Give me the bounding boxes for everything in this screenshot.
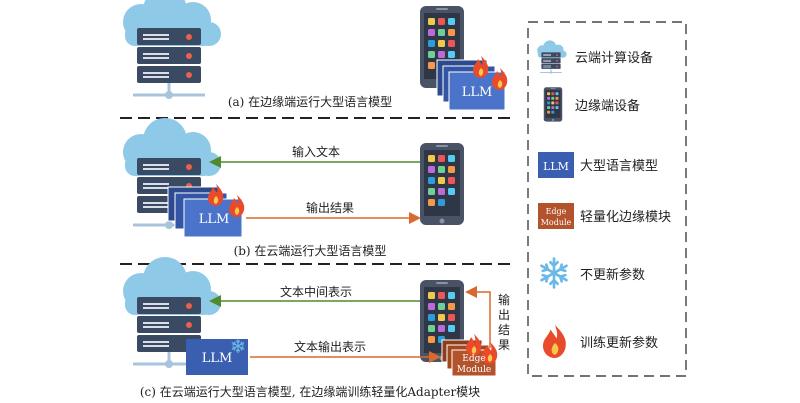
edge-module-icon (538, 203, 574, 229)
upload-label: 输入文本 (292, 144, 340, 159)
side-label-char-3: 结 (498, 323, 510, 337)
legend-label: 云端计算设备 (575, 50, 653, 66)
llm-label: LLM (462, 85, 493, 100)
edge-module-stack: Edge Module (441, 334, 498, 377)
legend-item-llm: LLM 大型语言模型 (538, 152, 658, 178)
phone-icon (543, 87, 563, 122)
download-label: 输出结果 (306, 200, 354, 215)
side-label-char-1: 输 (498, 292, 510, 307)
side-label: 输 出 结 果 (498, 292, 510, 352)
fire-icon (466, 334, 482, 356)
legend-icon-text: LLM (543, 160, 569, 173)
llm-box-frozen: LLM (186, 338, 248, 375)
legend-item-cloud: 云端计算设备 (536, 39, 653, 75)
llm-stack: LLM (436, 56, 508, 111)
upload-label: 文本中间表示 (280, 284, 352, 299)
side-label-char-4: 果 (498, 338, 510, 352)
download-label: 文本输出表示 (294, 339, 366, 354)
phone-icon (420, 143, 464, 225)
legend-label: 轻量化边缘模块 (580, 210, 671, 225)
caption-a: (a) 在边缘端运行大型语言模型 (228, 95, 392, 109)
edge-module-line2: Module (457, 365, 491, 375)
legend-icon-text: Edge (546, 207, 567, 216)
legend-item-phone: 边缘端设备 (543, 87, 640, 122)
panel-a: LLM (a) 在边缘端运行大型语言模型 (121, 0, 508, 111)
legend: 云端计算设备 边缘端设备 LLM 大型语言模型 Edge Module 轻量化边… (527, 21, 687, 377)
legend-item-edge-module: Edge Module 轻量化边缘模块 (538, 203, 671, 229)
cloud-server-icon (536, 39, 568, 75)
panel-c: LLM Edge Module 文本中间表示 文本输出表示 输 出 结 果 (c… (121, 255, 510, 399)
fire-icon (473, 56, 489, 78)
legend-label: 不更新参数 (580, 267, 645, 283)
legend-border (527, 21, 687, 377)
fire-icon (229, 195, 245, 217)
llm-box-icon (538, 152, 574, 178)
legend-label: 大型语言模型 (580, 159, 658, 174)
side-feedback-arrow (465, 286, 491, 348)
legend-item-snowflake: 不更新参数 (540, 257, 645, 289)
llm-label: LLM (199, 212, 230, 227)
legend-icon-text: Module (541, 218, 572, 227)
llm-stack: LLM (167, 184, 245, 238)
caption-b: (b) 在云端运行大型语言模型 (234, 244, 387, 258)
cloud-server-icon (121, 0, 223, 101)
edge-module-line1: Edge (462, 354, 485, 364)
llm-label: LLM (202, 351, 233, 366)
legend-label: 训练更新参数 (580, 335, 658, 351)
caption-c: (c) 在云端运行大型语言模型, 在边缘端训练轻量化Adapter模块 (140, 384, 480, 399)
panel-b: LLM 输入文本 输出结果 (b) 在云端运行大型语言模型 (121, 116, 464, 258)
side-label-char-2: 出 (498, 308, 510, 322)
legend-label: 边缘端设备 (575, 98, 640, 114)
snowflake-icon (540, 257, 568, 289)
legend-item-fire: 训练更新参数 (543, 325, 658, 358)
fire-icon (543, 325, 566, 358)
